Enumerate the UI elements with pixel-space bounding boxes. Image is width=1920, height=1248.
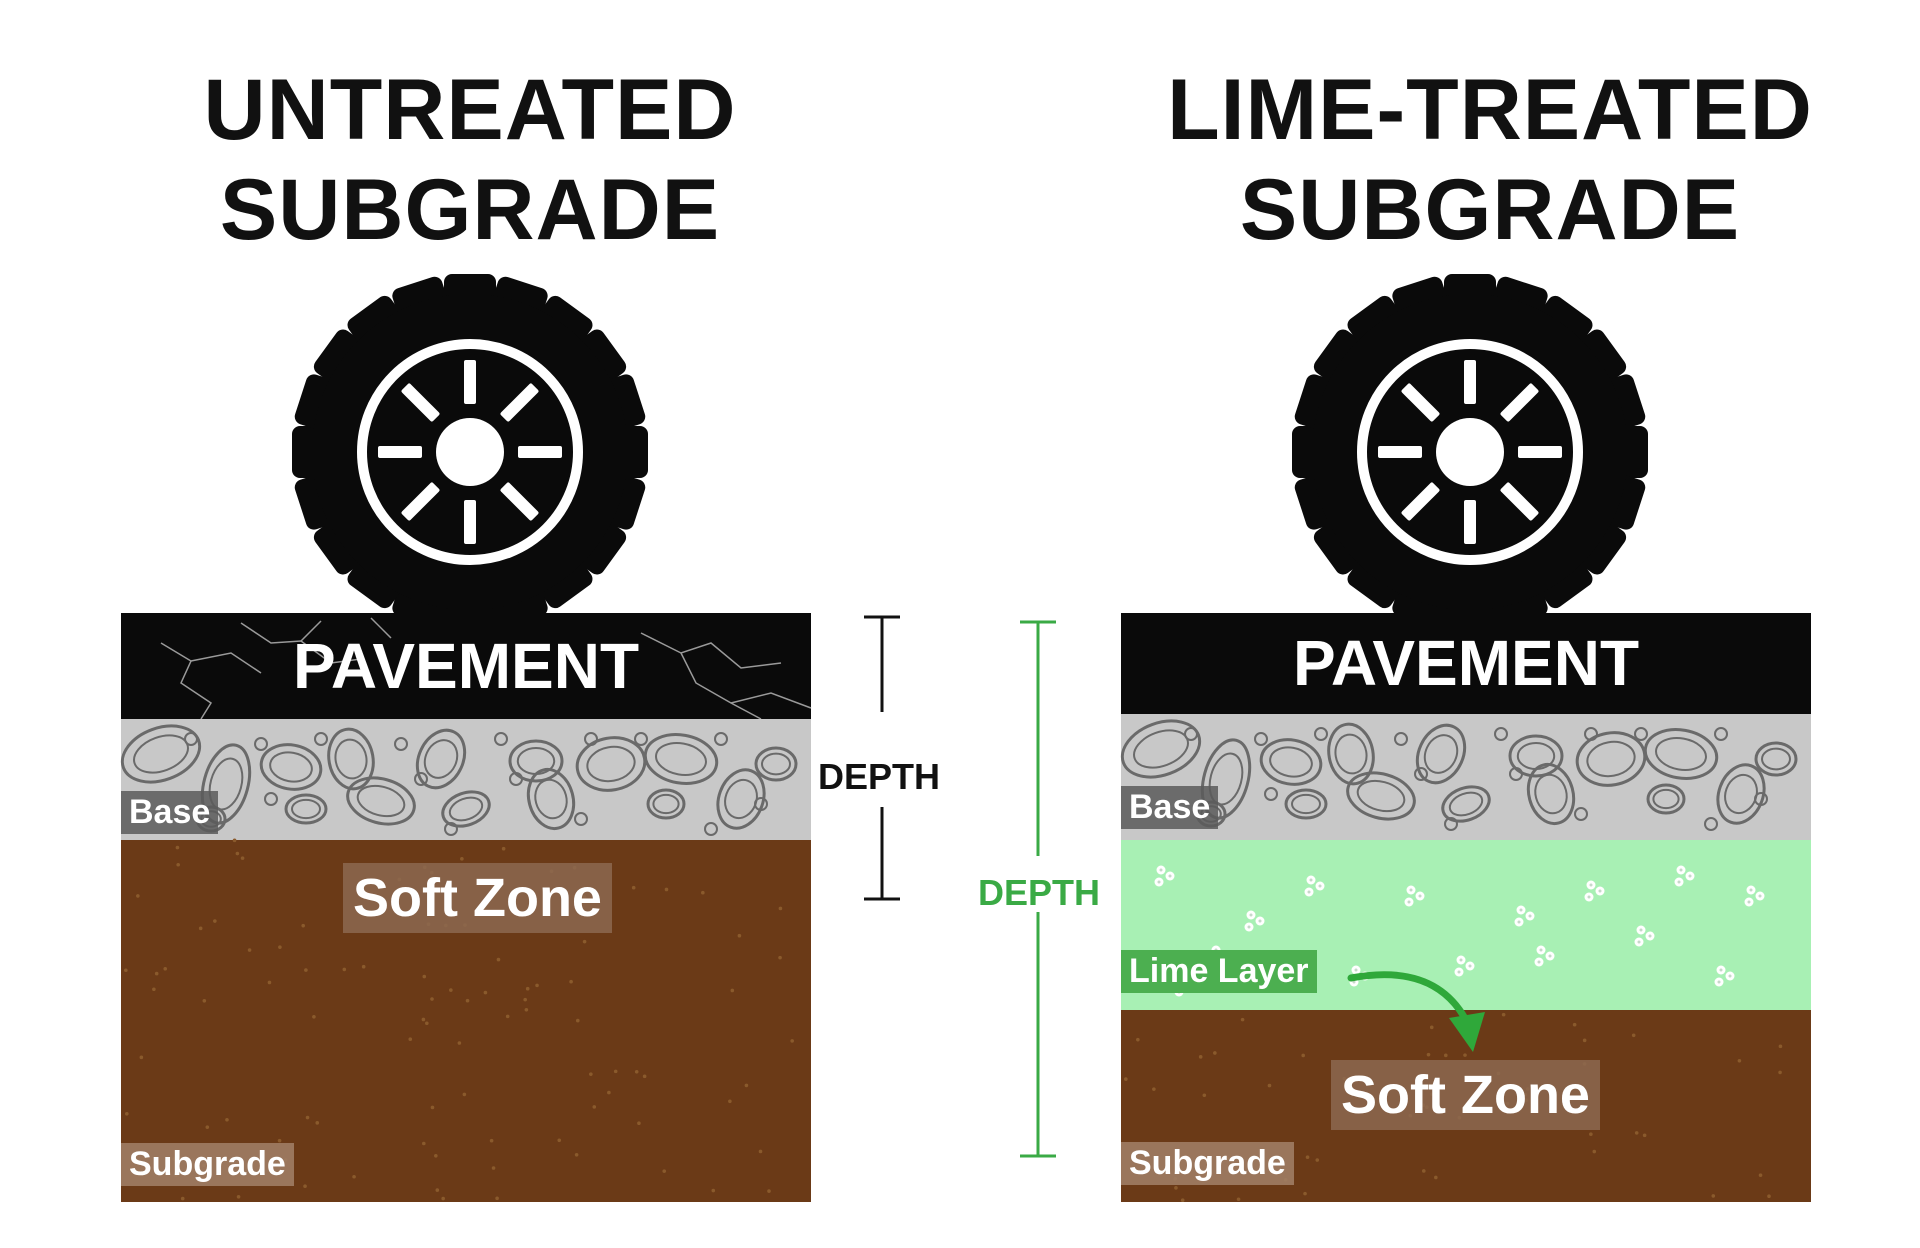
left-pavement-label: PAVEMENT bbox=[292, 630, 640, 702]
right-pavement-label: PAVEMENT bbox=[1292, 627, 1640, 699]
crack-lines bbox=[160, 617, 812, 720]
right-title-line1: LIME-TREATED bbox=[1167, 62, 1813, 158]
left-title-line2: SUBGRADE bbox=[219, 162, 721, 258]
left-subgrade-tag: Subgrade bbox=[121, 1143, 294, 1186]
left-base-tag: Base bbox=[121, 791, 219, 834]
left-depth-label: DEPTH bbox=[818, 756, 941, 797]
aggregate-rocks bbox=[1120, 719, 1798, 831]
left-pavement-layer: PAVEMENT bbox=[121, 613, 812, 720]
curved-arrow-icon bbox=[1347, 971, 1485, 1052]
left-depth-bracket bbox=[864, 615, 900, 901]
right-pavement-layer: PAVEMENT bbox=[1121, 613, 1811, 714]
left-base-layer: Base bbox=[120, 719, 811, 840]
left-subgrade-layer: Soft Zone Subgrade bbox=[121, 838, 811, 1202]
soil-dots bbox=[124, 838, 794, 1201]
right-soft-zone-tag: Soft Zone bbox=[1331, 1060, 1600, 1130]
right-subgrade-tag: Subgrade bbox=[1121, 1142, 1294, 1185]
right-depth-label: DEPTH bbox=[978, 872, 1101, 913]
right-lime-layer: Lime Layer bbox=[1121, 840, 1811, 1010]
right-base-tag: Base bbox=[1121, 786, 1219, 829]
tire-icon bbox=[1292, 274, 1648, 630]
tire-icon bbox=[292, 274, 648, 630]
lime-layer-tag: Lime Layer bbox=[1121, 950, 1317, 993]
left-title: UNTREATED SUBGRADE bbox=[130, 60, 810, 260]
left-soft-zone-tag: Soft Zone bbox=[343, 863, 612, 933]
right-depth-bracket bbox=[1020, 620, 1056, 1158]
right-title-line2: SUBGRADE bbox=[1239, 162, 1741, 258]
right-title: LIME-TREATED SUBGRADE bbox=[1120, 60, 1860, 260]
aggregate-rocks bbox=[120, 724, 798, 836]
left-title-line1: UNTREATED bbox=[203, 62, 737, 158]
right-base-layer: Base bbox=[1120, 714, 1811, 840]
